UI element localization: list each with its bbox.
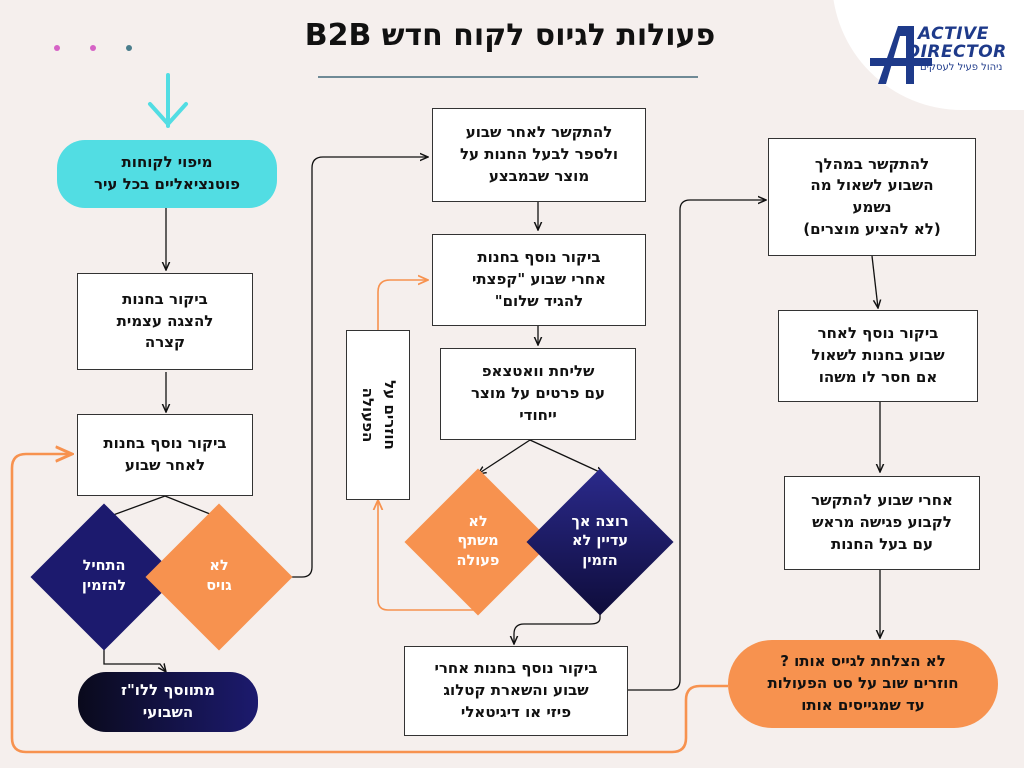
diamond-label: התחיל להזמין <box>81 558 127 594</box>
node-not-cooperating: לא משתף פעולה <box>404 468 552 616</box>
decor-dot <box>90 45 96 51</box>
decor-dot <box>126 45 132 51</box>
logo-tagline: ניהול פעיל לעסקים <box>920 62 1003 73</box>
node-not-succeeded: לא הצלחת לגייס אותו ? חוזרים שוב על סט ה… <box>728 640 998 728</box>
node-visit-missing: ביקור נוסף לאחר שבוע בחנות לשאול אם חסר … <box>778 310 978 402</box>
edge-catalog-to-callweek <box>628 200 766 691</box>
logo-text-active: ACTIVE <box>918 24 989 44</box>
node-call-during-week: להתקשר במהלך השבוע לשאול מה נשמע (לא להצ… <box>768 138 976 256</box>
node-call-meeting: אחרי שבוע להתקשר לקבוע פגישה מראש עם בעל… <box>784 476 980 570</box>
edge-callweek-to-missing <box>871 255 878 308</box>
node-visit-intro: ביקור בחנות להצגה עצמית קצרה <box>77 273 253 370</box>
node-visit-week: ביקור נוסף בחנות לאחר שבוע <box>77 414 253 496</box>
edge-whatsapp-to-wants <box>529 439 604 474</box>
node-repeat-action: חוזרים על הפעולה <box>346 330 410 500</box>
node-map-customers: מיפוי לקוחות פוטנציאליים בכל עיר <box>57 140 277 208</box>
node-wants-not-ordered: רוצה אך עדיין לא הזמין <box>526 468 674 616</box>
diamond-label: רוצה אך עדיין לא הזמין <box>571 513 629 569</box>
node-whatsapp: שליחת וואטצאפ עם פרטים על מוצר ייחודי <box>440 348 636 440</box>
diamond-label: לא גויס <box>206 558 232 594</box>
edge-return-loop <box>10 454 728 754</box>
decor-dot <box>54 45 60 51</box>
title-underline <box>318 76 698 78</box>
node-call-after-week: להתקשר לאחר שבוע ולספר לבעל החנות על מוצ… <box>432 108 646 202</box>
logo-text-director: DIRECTOR <box>906 42 1007 62</box>
page-title: פעולות לגיוס לקוח חדש B2B <box>304 18 716 53</box>
edge-whatsapp-to-notcoop <box>478 439 531 474</box>
edge-repeat-to-jumped <box>377 280 428 330</box>
edge-repeat-loop <box>378 500 476 611</box>
node-visit-catalog: ביקור נוסף בחנות אחרי שבוע והשארת קטלוג … <box>404 646 628 736</box>
active-director-logo-icon <box>870 26 932 84</box>
start-arrow-head <box>148 102 188 126</box>
node-not-recruited: לא גויס <box>145 503 293 651</box>
node-added-schedule: מתווסף ללו"ז השבועי <box>78 672 258 732</box>
node-visit-jumped: ביקור נוסף בחנות אחרי שבוע "קפצתי להגיד … <box>432 234 646 326</box>
edge-wants-to-catalog <box>514 608 601 644</box>
node-started-order: התחיל להזמין <box>30 503 178 651</box>
diamond-label: לא משתף פעולה <box>456 513 500 569</box>
edge-notrecruited-to-call <box>270 157 428 578</box>
repeat-action-label: חוזרים על הפעולה <box>359 380 399 450</box>
